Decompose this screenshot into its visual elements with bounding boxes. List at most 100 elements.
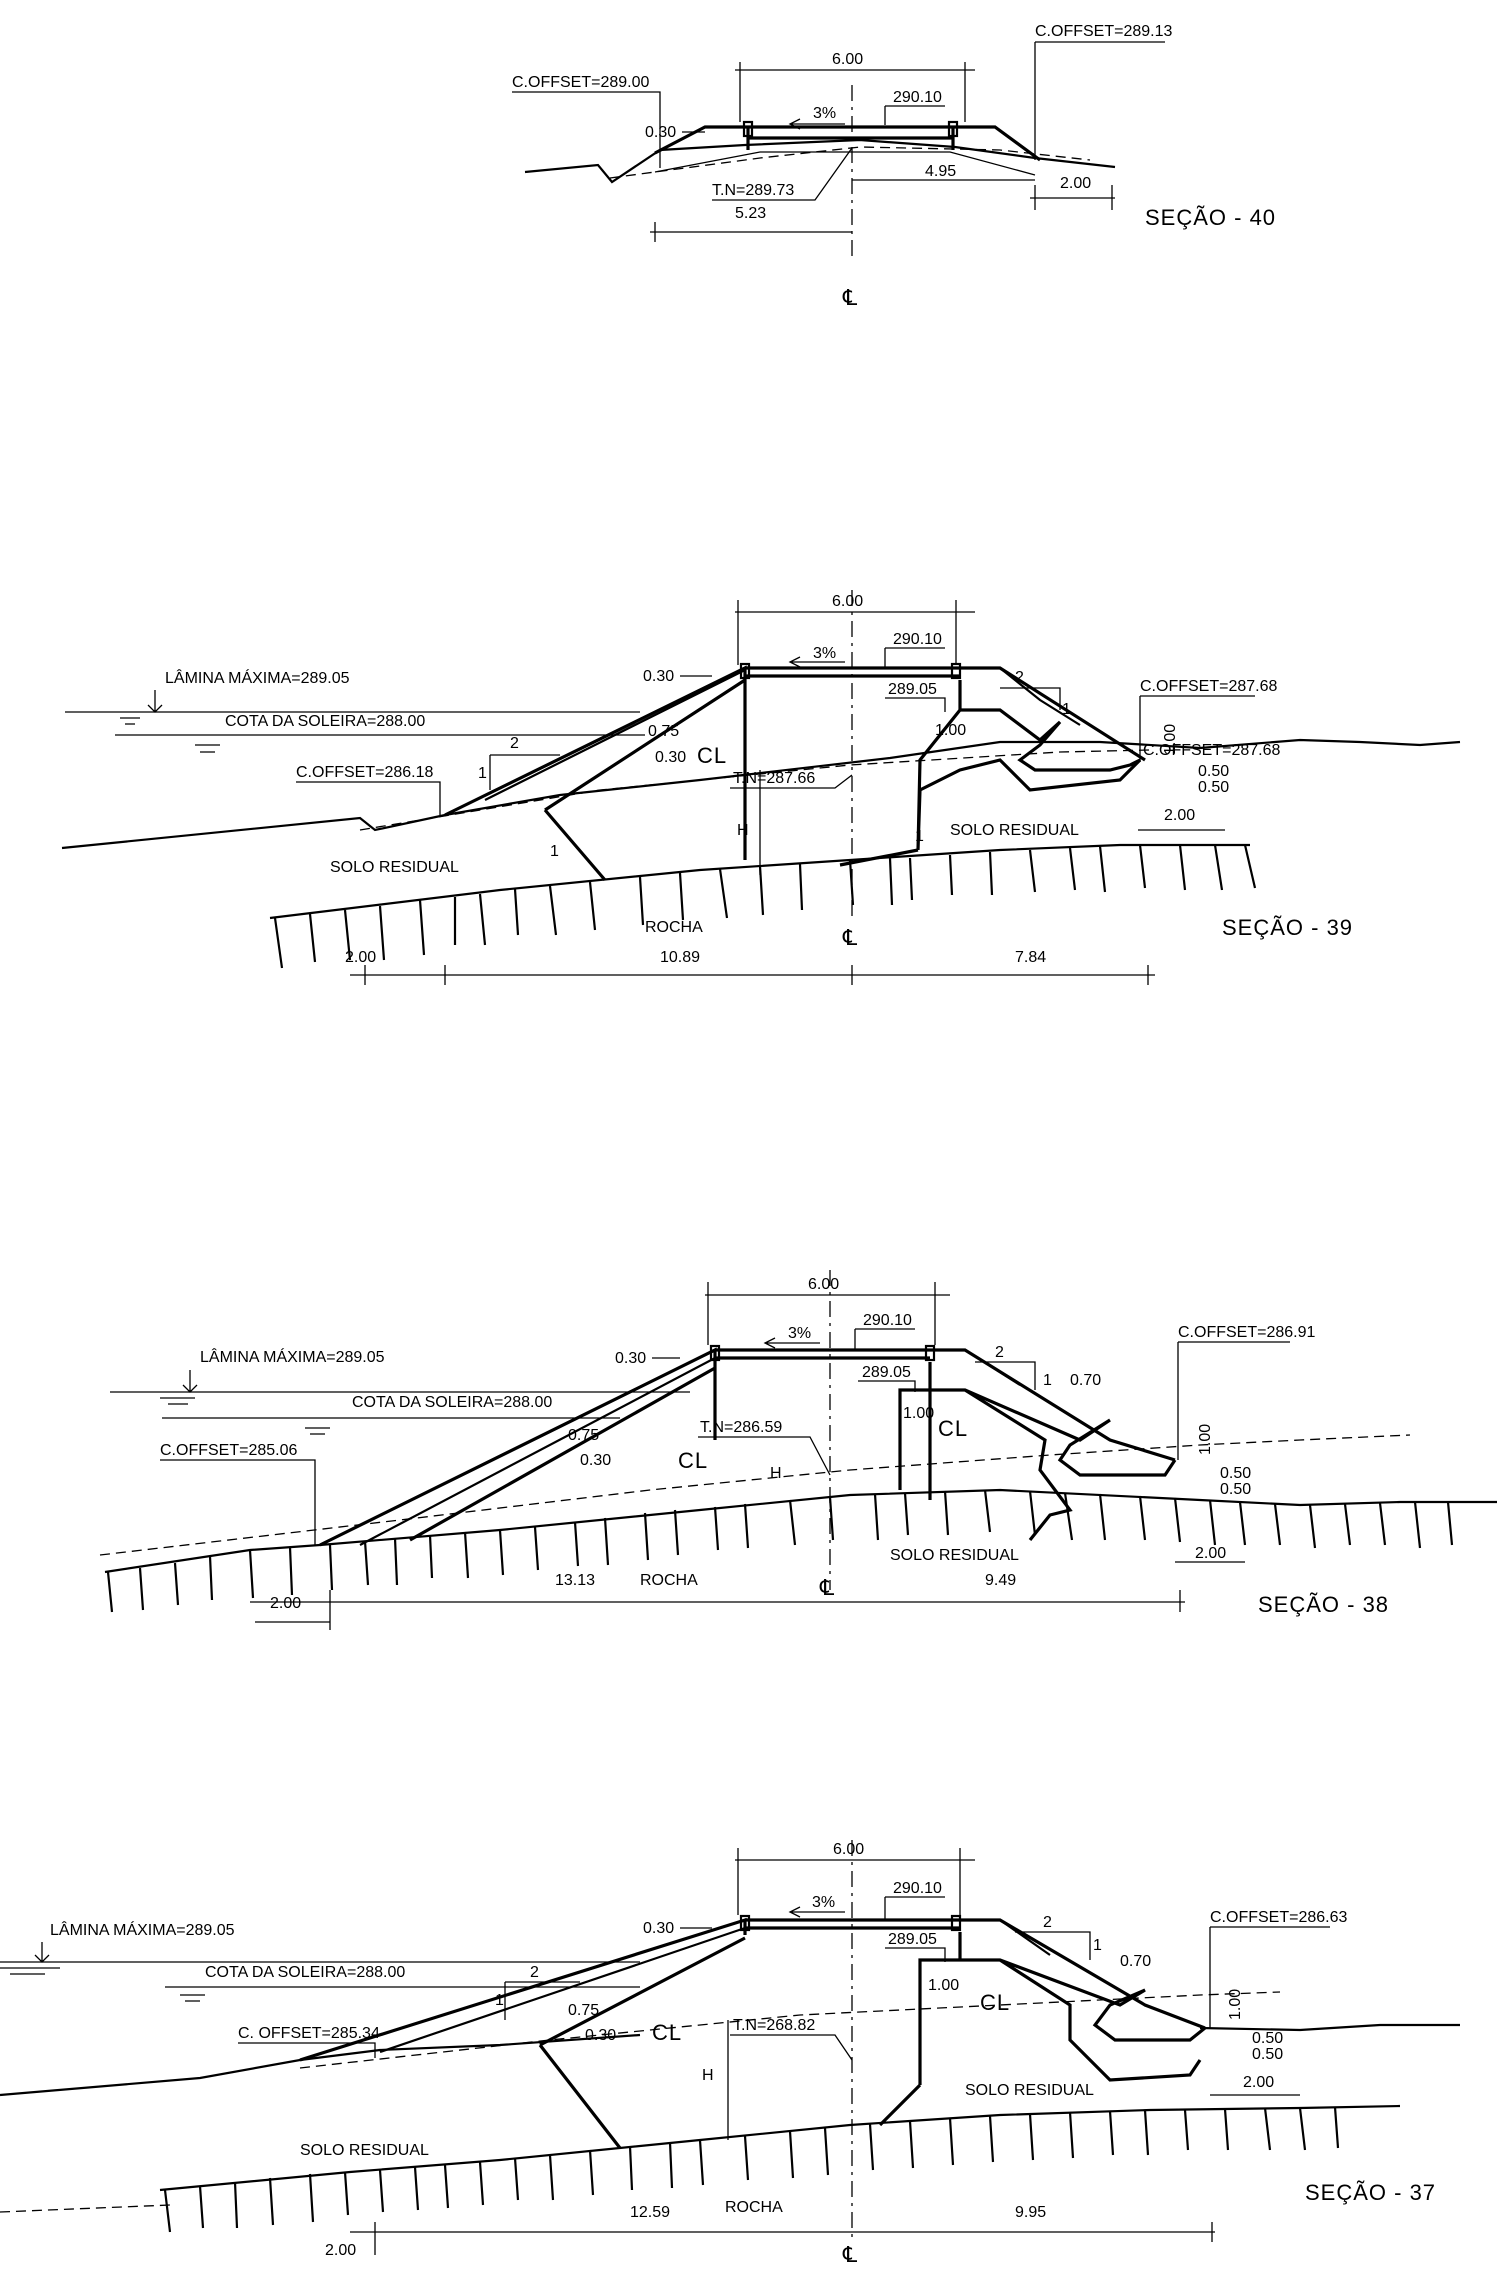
curb-left	[739, 1914, 751, 1932]
dim-left-label: 13.13	[555, 1572, 595, 1589]
solo-right-label: SOLO RESIDUAL	[950, 822, 1079, 839]
h-label: H	[770, 1465, 782, 1482]
crest-width-label: 6.00	[832, 51, 863, 68]
dim-berm-label: 2.00	[1060, 175, 1091, 192]
drain-line	[999, 667, 1081, 726]
dim-050b-label: 0.50	[1220, 1481, 1251, 1498]
water-symbol	[120, 717, 220, 753]
dim-050b-label: 0.50	[1198, 779, 1229, 796]
solo-left-label: SOLO RESIDUAL	[330, 859, 459, 876]
embankment-upstream	[319, 1347, 717, 1547]
curb-left	[739, 662, 751, 680]
dim-200l-label: 2.00	[345, 949, 376, 966]
dim-030b-label: 0.30	[580, 1452, 611, 1469]
embankment-upstream	[444, 665, 747, 860]
soleira-label: COTA DA SOLEIRA=288.00	[225, 713, 425, 730]
tn-label: T.N=287.66	[733, 770, 815, 787]
soleira-label: COTA DA SOLEIRA=288.00	[205, 1964, 405, 1981]
centerline-symbol: ℄	[842, 925, 858, 950]
dim-right-label: 9.49	[985, 1572, 1016, 1589]
ratio-2-label-left: 2	[530, 1964, 539, 1981]
dim-050a-label: 0.50	[1252, 2030, 1283, 2047]
offset-right-label: C.OFFSET=287.68	[1143, 742, 1280, 759]
leader	[858, 1380, 916, 1392]
leader	[1139, 695, 1255, 762]
leader	[712, 147, 853, 201]
tn-label: T.N=286.59	[700, 1419, 782, 1436]
dim-left-label: 10.89	[660, 949, 700, 966]
offset-left-label: C.OFFSET=285.06	[160, 1442, 297, 1459]
dim-030-label: 0.30	[645, 124, 676, 141]
solo-right-label: SOLO RESIDUAL	[965, 2082, 1094, 2099]
dim-100-label: 1.00	[903, 1405, 934, 1422]
crest-elev-label: 290.10	[893, 631, 942, 648]
original-ground	[609, 146, 1091, 179]
crest-elev-label: 290.10	[863, 1312, 912, 1329]
rock-hatch	[106, 1489, 1454, 1613]
ratio-1-label: 1	[550, 843, 559, 860]
slope-line	[654, 151, 1036, 176]
dim-right-label: 9.95	[1015, 2204, 1046, 2221]
dim-070-label: 0.70	[1120, 1953, 1151, 1970]
rocha-label: ROCHA	[725, 2199, 783, 2216]
dim-100v-label: 1.00	[1197, 1424, 1214, 1455]
h-label: H	[737, 822, 749, 839]
leader	[296, 781, 441, 815]
rock-line	[104, 1488, 1497, 1574]
leader	[884, 105, 945, 125]
leader	[885, 1947, 946, 1962]
water-arrow	[34, 1942, 50, 1963]
offset-right-label-top: C.OFFSET=287.68	[1140, 678, 1277, 695]
slope-label: 3%	[788, 1325, 811, 1342]
cl-label: CL	[697, 743, 727, 768]
ratio-1-label: 1	[1043, 1372, 1052, 1389]
ratio-leader	[489, 754, 560, 790]
offset-left-label: C.OFFSET=286.18	[296, 764, 433, 781]
rocha-label: ROCHA	[645, 919, 703, 936]
tn-label: T.N=268.82	[733, 2017, 815, 2034]
curb-left	[742, 120, 754, 138]
ratio-leader	[504, 1981, 580, 2020]
solo-left-label: SOLO RESIDUAL	[300, 2142, 429, 2159]
drain-line	[999, 1919, 1051, 1956]
soleira-label: COTA DA SOLEIRA=288.00	[352, 1394, 552, 1411]
dim-left-label: 12.59	[630, 2204, 670, 2221]
tn-label: T.N=289.73	[712, 182, 794, 199]
section-title: SEÇÃO - 40	[1145, 205, 1276, 230]
curb-right	[947, 120, 959, 138]
leader	[730, 774, 853, 789]
rock-line	[159, 2104, 1401, 2192]
ratio-1-label-left: 1	[495, 1992, 504, 2009]
leader	[1177, 1341, 1290, 1460]
drain-line	[964, 1349, 1021, 1386]
dim-030-label: 0.30	[615, 1350, 646, 1367]
dim-200l-label: 2.00	[270, 1595, 301, 1612]
ratio-2-label: 2	[1015, 669, 1024, 686]
inner-elev-label: 289.05	[862, 1364, 911, 1381]
cl-label-right: CL	[980, 1990, 1010, 2015]
leader	[1209, 1926, 1330, 2028]
leader	[884, 647, 945, 668]
lamina-label: LÂMINA MÁXIMA=289.05	[165, 668, 350, 687]
dim-100-label: 1.00	[928, 1977, 959, 1994]
dim-075-label: 0.75	[568, 2002, 599, 2019]
section-title: SEÇÃO - 39	[1222, 915, 1353, 940]
ratio-leader	[1000, 687, 1061, 710]
dim-right-label: 7.84	[1015, 949, 1046, 966]
solo-right-label: SOLO RESIDUAL	[890, 1547, 1019, 1564]
drain-outline	[916, 680, 1142, 851]
ratio-1-label: 1	[1062, 701, 1071, 718]
ratio-1-label: 1	[478, 765, 487, 782]
water-arrow	[182, 1370, 198, 1393]
drain-outline	[898, 1362, 1177, 1541]
dim-200r-label: 2.00	[1243, 2074, 1274, 2091]
terrain-line	[61, 738, 1461, 850]
ratio-1-label: 1	[915, 828, 924, 845]
leader	[160, 1459, 316, 1545]
centerline-symbol: ℄	[842, 2242, 858, 2267]
embankment-downstream	[745, 666, 1146, 762]
crest-width-label: 6.00	[832, 593, 863, 610]
dim-075-label: 0.75	[568, 1427, 599, 1444]
slope-arrow	[788, 1906, 845, 1918]
